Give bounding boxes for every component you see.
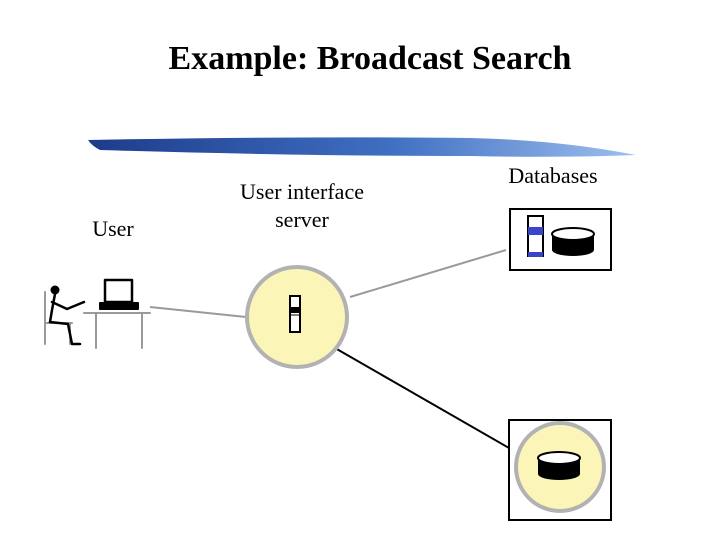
- database-1: [509, 208, 612, 271]
- server-tower-icon: [527, 215, 544, 257]
- ui-server-label: User interface server: [215, 178, 389, 234]
- link-server-to-database-2: [334, 347, 517, 453]
- ui-server-label-line2: server: [275, 207, 329, 232]
- database-2: [508, 419, 612, 521]
- database-cylinder-icon: [537, 451, 581, 480]
- user-at-computer-icon: [44, 278, 151, 349]
- user-label: User: [92, 216, 134, 241]
- link-user-to-server: [149, 306, 247, 318]
- databases-label: Databases: [508, 163, 598, 188]
- server-tower-icon: [289, 295, 301, 333]
- title-underline-brush: [88, 137, 636, 157]
- ui-server-node: [245, 265, 349, 369]
- ui-server-label-line1: User interface: [240, 179, 364, 204]
- slide-title: Example: Broadcast Search: [168, 40, 572, 77]
- database-cylinder-icon: [551, 227, 595, 256]
- link-server-to-database-1: [349, 249, 507, 298]
